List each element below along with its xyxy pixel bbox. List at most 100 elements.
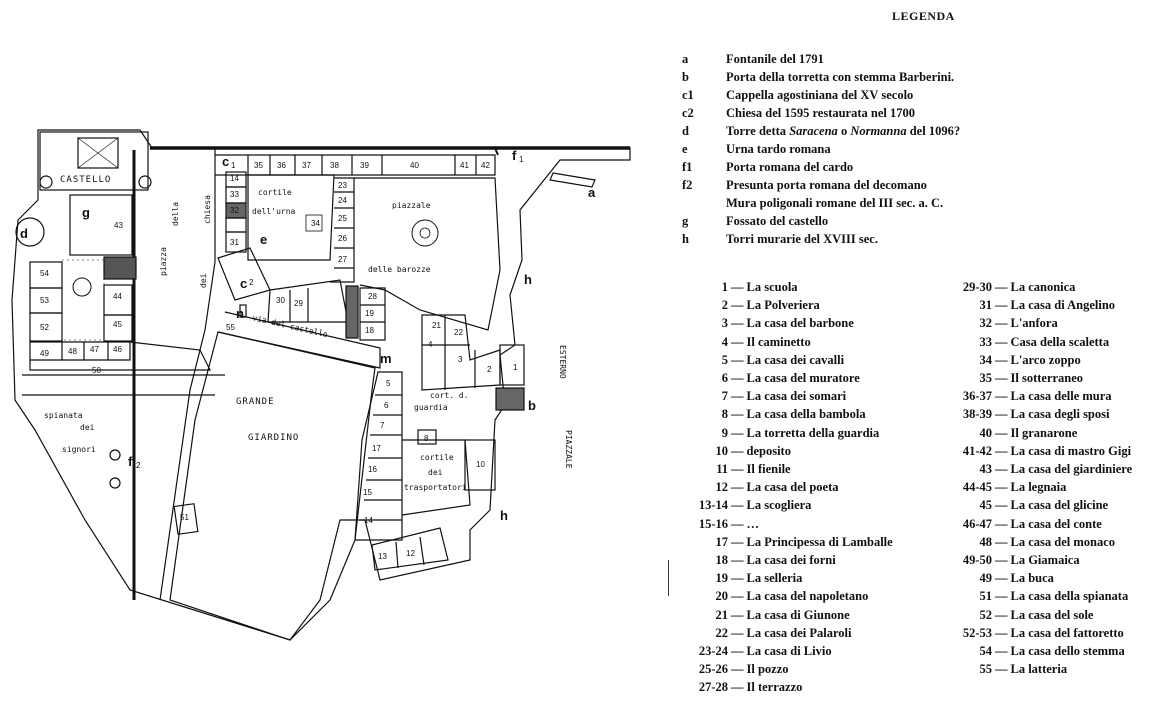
map-num: 5: [386, 379, 391, 388]
legend-item-number: 41-42: [962, 443, 992, 458]
legend-dash: —: [995, 498, 1008, 513]
legend-item-number: 40: [979, 425, 993, 440]
label-cortile-urna-1: cortile: [258, 188, 292, 197]
legend-dash: —: [995, 334, 1008, 349]
legend-item: 18—La casa dei forni: [684, 551, 893, 569]
map-num: 10: [476, 460, 485, 469]
legend-item-number: 2: [721, 298, 728, 313]
legend-item-number: 7: [721, 389, 728, 404]
label-signori: signori: [62, 445, 96, 454]
legend-item: 38-39—La casa degli sposi: [944, 405, 1132, 423]
legend-item-number: 6: [721, 371, 728, 386]
legend-item: 10—deposito: [684, 442, 893, 460]
legend-item-text: La casa del barbone: [746, 316, 854, 331]
legend-item: 52-53—La casa del fattoretto: [944, 624, 1132, 642]
map-num: 34: [311, 219, 320, 228]
legend-item-number: 48: [979, 534, 993, 549]
map-num: 40: [410, 161, 419, 170]
legend-item: 15-16—…: [684, 515, 893, 533]
legend-item: 21—La casa di Giunone: [684, 606, 893, 624]
legend-item-text: La Giamaica: [1010, 553, 1080, 568]
legend-item-text: La casa del sole: [1010, 607, 1094, 622]
legend-item-text: La casa dei cavalli: [746, 352, 845, 367]
legend-dash: —: [995, 316, 1008, 331]
legend-item: 1—La scuola: [684, 278, 893, 296]
legend-dash: —: [731, 625, 744, 640]
map-letter-n: n: [236, 306, 244, 321]
label-cortile-2: cortile: [420, 453, 454, 462]
label-castello: CASTELLO: [60, 175, 111, 185]
legend-item-number: 22: [715, 625, 729, 640]
legend-item: 8—La casa della bambola: [684, 405, 893, 423]
map-letter-f2: f: [128, 454, 133, 469]
legend-item-text: La casa dei somari: [746, 389, 847, 404]
legend-item: 20—La casa del napoletano: [684, 587, 893, 605]
legend-dash: —: [731, 371, 744, 386]
map-letter-a: a: [588, 185, 596, 200]
map-num: 41: [460, 161, 469, 170]
legend-item-text: La casa dei forni: [746, 553, 836, 568]
map-num: 29: [294, 299, 303, 308]
map-num: 43: [114, 221, 123, 230]
village-map: CASTELLO GRANDE GIARDINO piazzale delle …: [11, 129, 631, 641]
legend-dash: —: [995, 625, 1008, 640]
map-num: 37: [302, 161, 311, 170]
legend-item-number: 12: [715, 480, 729, 495]
legend-dash: —: [995, 589, 1008, 604]
legend-item: 2—La Polveriera: [684, 296, 893, 314]
map-letter-g: g: [82, 205, 90, 220]
legend-item-text: La casa di Giunone: [746, 607, 850, 622]
legend-item: 54—La casa dello stemma: [944, 642, 1132, 660]
legend-item-text: La casa di Angelino: [1010, 298, 1116, 313]
legend-item-text: Il pozzo: [746, 662, 789, 677]
label-chiesa: chiesa: [203, 195, 212, 224]
map-num: 44: [113, 292, 122, 301]
label-piazzale: piazzale: [392, 201, 431, 210]
legend-dash: —: [995, 407, 1008, 422]
map-num: 51: [180, 513, 189, 522]
map-letter-e: e: [260, 232, 267, 247]
legend-item-text: La casa del poeta: [746, 480, 839, 495]
map-num: 36: [277, 161, 286, 170]
legend-item-number: 32: [979, 316, 993, 331]
legend-item-text: La casa del giardiniere: [1010, 462, 1133, 477]
map-num: 22: [454, 328, 463, 337]
map-num: 32: [230, 206, 239, 215]
map-letter-f2-sub: 2: [136, 461, 141, 470]
map-num: 50: [92, 366, 101, 375]
legend-dash: —: [731, 571, 744, 586]
legend-item: 25-26—Il pozzo: [684, 660, 893, 678]
map-letter-c1-sub: 1: [231, 161, 236, 170]
legend-item-number: 34: [979, 352, 993, 367]
legend-item-number: 52: [979, 607, 993, 622]
legend-item-number: 49: [979, 571, 993, 586]
margin-mark: [668, 560, 669, 596]
map-letter-f1: f: [512, 148, 517, 163]
legend-dash: —: [731, 498, 744, 513]
legend-item-text: La latteria: [1010, 662, 1068, 677]
legend-item-text: deposito: [746, 443, 791, 458]
legend-item-text: …: [746, 516, 760, 531]
legend-dash: —: [731, 352, 744, 367]
legend-item-text: La Polveriera: [746, 298, 820, 313]
map-building-numbers: 1 2 3 4 5 6 7 8 10 13 12 14 15 16 17 18 …: [40, 161, 518, 561]
map-num: 14: [230, 174, 239, 183]
legend-item-number: 27-28: [698, 680, 728, 695]
legend-item-text: Casa della scaletta: [1010, 334, 1110, 349]
legend-dash: —: [995, 389, 1008, 404]
map-num: 48: [68, 347, 77, 356]
label-piazza: piazza: [159, 247, 168, 276]
legend-dash: —: [995, 298, 1008, 313]
map-letter-m: m: [380, 351, 392, 366]
label-giardino: GIARDINO: [248, 433, 299, 443]
label-guardia: guardia: [414, 403, 448, 412]
legend-item-text: La casa della bambola: [746, 407, 866, 422]
label-grande: GRANDE: [236, 397, 275, 407]
map-num: 28: [368, 292, 377, 301]
legend-item: 3—La casa del barbone: [684, 314, 893, 332]
